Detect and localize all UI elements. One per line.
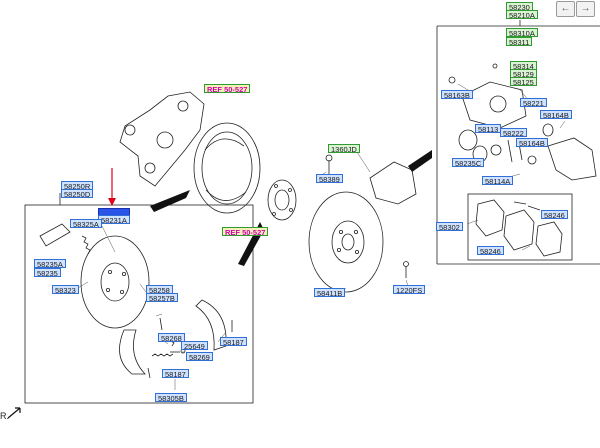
part-58235C[interactable]: 58235C [452,158,485,168]
brake-shoe-kit-frame [24,204,254,404]
corner-arrow-icon [7,407,21,419]
part-58113[interactable]: 58113 [475,124,502,134]
arrow-left-icon[interactable]: ← [556,1,575,17]
part-58210A[interactable]: 58210A [506,10,538,20]
part-58310A[interactable]: 58310A [506,28,538,38]
caliper-bracket-part [547,137,597,181]
part-58389[interactable]: 58389 [316,174,343,184]
brake-shoe-part-2 [195,299,227,351]
part-58325A[interactable]: 58325A [70,219,102,229]
part-58269[interactable]: 58269 [186,352,213,362]
part-58187-bottom[interactable]: 58187 [162,369,189,379]
part-58305B[interactable]: 58305B [155,393,187,403]
red-indicator-arrow [108,168,116,206]
part-58114A[interactable]: 58114A [482,176,514,186]
part-58187-right[interactable]: 58187 [220,337,247,347]
part-58302[interactable]: 58302 [436,222,463,232]
backing-plate-part [193,122,261,214]
part-1360JD[interactable]: 1360JD [328,144,360,154]
part-58257B[interactable]: 58257B [146,293,178,303]
part-58235[interactable]: 58235 [34,268,61,278]
ref-50-527-top-link[interactable]: REF 50-527 [204,84,251,94]
knuckle-part [119,91,205,187]
part-58411B[interactable]: 58411B [314,288,346,298]
part-58268[interactable]: 58268 [158,333,185,343]
brake-pad-kit-frame [467,193,573,261]
part-58222[interactable]: 58222 [500,128,527,138]
part-58246-bottom[interactable]: 58246 [477,246,504,256]
caliper-part [369,161,417,205]
part-58250D[interactable]: 58250D [61,189,94,199]
section-pointers [150,150,432,266]
arrow-right-icon[interactable]: → [576,1,595,17]
brake-shoe-part [119,329,146,375]
caliper-body-part [461,81,527,129]
part-58311[interactable]: 58311 [506,37,533,47]
corner-text: R. [0,411,9,421]
hub-bearing-part [267,179,297,221]
ref-50-527-mid-link[interactable]: REF 50-527 [222,227,269,237]
part-58246-top[interactable]: 58246 [541,210,568,220]
part-58323[interactable]: 58323 [52,285,79,295]
part-58221[interactable]: 58221 [520,98,547,108]
part-25649[interactable]: 25649 [181,341,208,351]
part-1220FS[interactable]: 1220FS [393,285,426,295]
part-58231A[interactable]: 58231A [98,215,130,225]
brake-disc-part [308,191,384,293]
part-58164B-mid[interactable]: 58164B [516,138,548,148]
part-58163B[interactable]: 58163B [441,90,473,100]
part-58164B-top[interactable]: 58164B [540,110,572,120]
part-58235A[interactable]: 58235A [34,259,66,269]
brake-pads-part [475,199,563,257]
part-58125[interactable]: 58125 [510,77,537,87]
shoe-backing-plate-part [80,235,150,329]
